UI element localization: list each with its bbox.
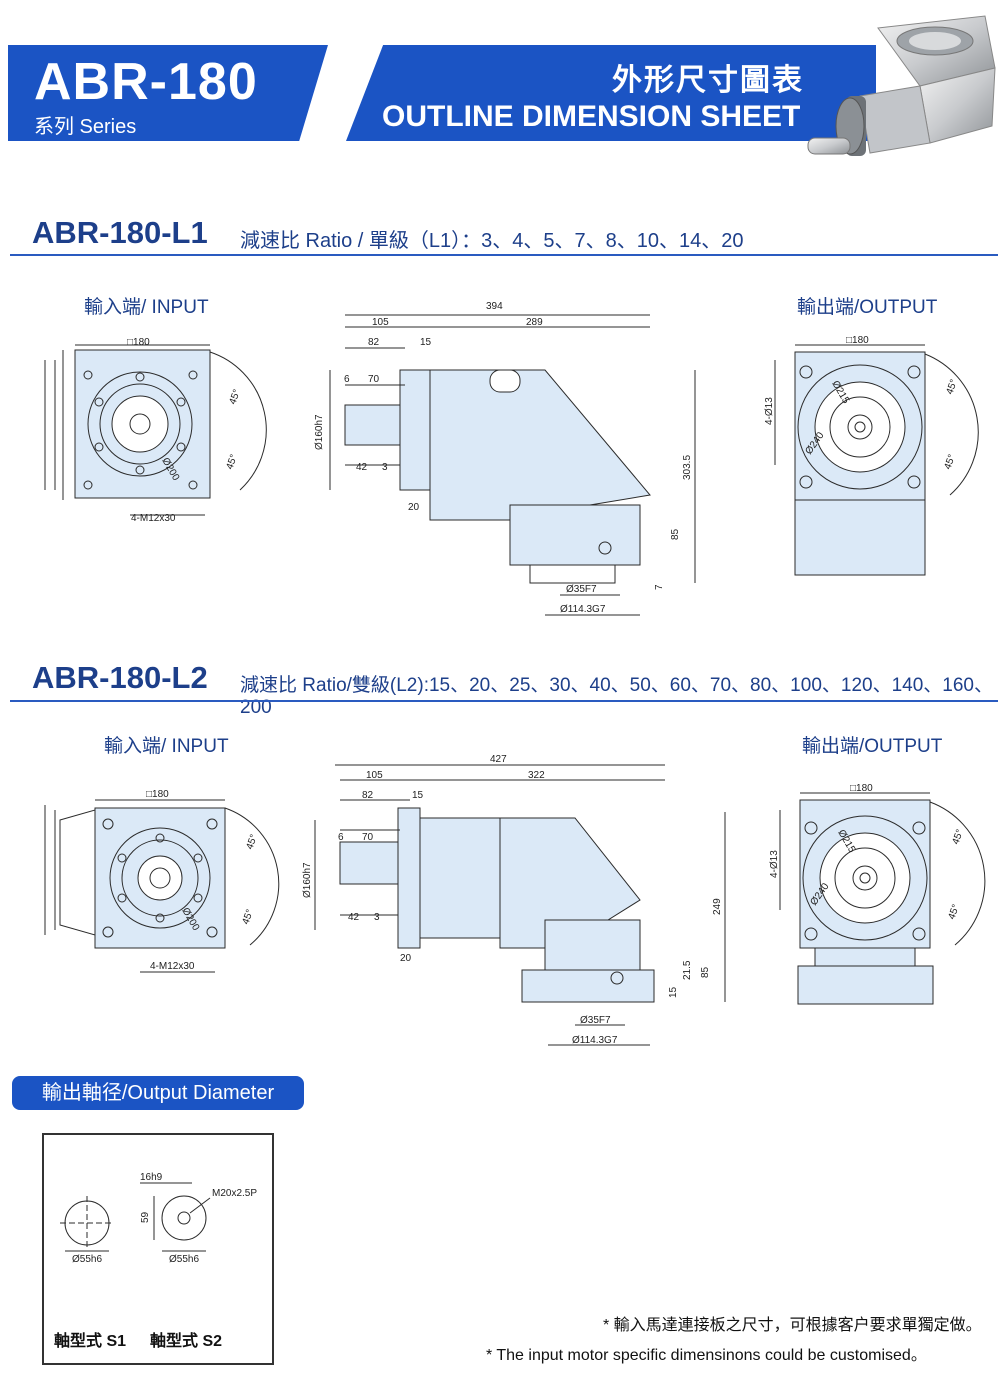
shaft-s2-drawing <box>140 1182 211 1252</box>
l2-output-holes: 4-Ø13 <box>769 850 780 878</box>
l2-dim-85: 85 <box>700 966 711 978</box>
l2-dim-bore: Ø160h7 <box>302 862 313 898</box>
shaft-s2-key: 16h9 <box>140 1172 163 1183</box>
shaft-s1-label: 軸型式 S1 <box>54 1333 127 1350</box>
l1-dim-15: 15 <box>420 337 432 348</box>
l1-dim-total: 394 <box>486 301 503 312</box>
l1-input-bolt: 4-M12x30 <box>131 513 176 524</box>
l1-dim-pilot: Ø114.3G7 <box>560 604 606 615</box>
l1-dim-7: 7 <box>654 584 665 590</box>
l1-input-angle-b: 45° <box>224 453 240 471</box>
l1-dim-bore: Ø160h7 <box>314 414 325 450</box>
l2-output-flange-view <box>779 792 986 1005</box>
l2-output-square: □180 <box>850 783 873 794</box>
l2-dim-15b: 15 <box>668 986 679 998</box>
gearbox-product-image <box>807 15 996 156</box>
l2-side-view <box>314 764 726 1046</box>
l2-dim-height: 249 <box>712 898 723 915</box>
l2-dim-shaft: Ø35F7 <box>580 1015 611 1026</box>
sheet-title-en: OUTLINE DIMENSION SHEET <box>382 100 801 133</box>
shaft-s2-label: 軸型式 S2 <box>150 1333 223 1350</box>
l1-input-square: □180 <box>127 337 150 348</box>
l2-dim-82: 82 <box>362 790 374 801</box>
section-l1-ratio: 減速比 Ratio / 單級（L1）：3、4、5、7、8、10、14、20 <box>240 230 744 252</box>
l2-input-bolt: 4-M12x30 <box>150 961 195 972</box>
l2-dim-pilot: Ø114.3G7 <box>572 1035 618 1046</box>
note-en: * The input motor specific dimensinons c… <box>486 1347 927 1364</box>
l2-output-label: 輸出端/OUTPUT <box>802 736 943 757</box>
l1-drawing: □180 4-M12x30 45° 45° Ø200 394 105 289 8… <box>44 301 979 616</box>
l2-dim-70: 70 <box>362 832 374 843</box>
note-cn: * 輸入馬達連接板之尺寸，可根據客户要求單獨定做。 <box>603 1317 982 1334</box>
l1-output-angle-a: 45° <box>944 378 960 396</box>
l2-input-label: 輸入端/ INPUT <box>104 736 229 757</box>
l1-dim-42: 42 <box>356 462 368 473</box>
series-label: 系列 Series <box>34 116 137 138</box>
l2-dim-6: 6 <box>338 832 344 843</box>
shaft-s1-drawing <box>60 1196 114 1252</box>
l2-dim-42: 42 <box>348 912 360 923</box>
l1-side-view <box>329 314 696 616</box>
shaft-s2-dia: Ø55h6 <box>169 1254 199 1265</box>
l2-dim-right: 322 <box>528 770 545 781</box>
section-l1-rule <box>10 254 998 256</box>
l1-output-holes: 4-Ø13 <box>764 397 775 425</box>
l2-dim-3: 3 <box>374 912 380 923</box>
l1-dim-6: 6 <box>344 374 350 385</box>
shaft-s2-thread: M20x2.5P <box>212 1188 257 1199</box>
l2-output-angle-a: 45° <box>950 828 966 846</box>
l1-input-flange-view <box>44 344 267 516</box>
section-l1-title: ABR-180-L1 <box>32 215 208 250</box>
l2-drawing: □180 4-M12x30 45° 45° Ø200 427 105 322 8… <box>44 754 986 1046</box>
l2-dim-total: 427 <box>490 754 507 765</box>
l1-dim-70: 70 <box>368 374 380 385</box>
l1-dim-20: 20 <box>408 502 420 513</box>
l2-dim-left: 105 <box>366 770 383 781</box>
l1-dim-shaft: Ø35F7 <box>566 584 597 595</box>
l1-input-angle-a: 45° <box>227 388 243 406</box>
l2-input-flange-view <box>44 799 280 973</box>
l1-output-label: 輸出端/OUTPUT <box>797 297 938 318</box>
l1-dim-height: 303.5 <box>682 455 693 480</box>
output-diameter-box <box>42 1133 274 1365</box>
shaft-s2-depth: 59 <box>140 1211 151 1223</box>
l1-input-label: 輸入端/ INPUT <box>84 297 209 318</box>
l2-output-angle-b: 45° <box>946 903 962 921</box>
l1-output-square: □180 <box>846 335 869 346</box>
l2-input-square: □180 <box>146 789 169 800</box>
output-diameter-tag: 輸出軸径/Output Diameter <box>12 1076 304 1110</box>
section-l2-rule <box>10 700 998 702</box>
output-diameter-drawing: Ø55h6 16h9 59 M20x2.5P Ø55h6 <box>60 1172 257 1265</box>
shaft-s1-dia: Ø55h6 <box>72 1254 102 1265</box>
l1-dim-left: 105 <box>372 317 389 328</box>
header-banner-right <box>346 45 876 141</box>
l2-dim-20: 20 <box>400 953 412 964</box>
l2-input-angle-b: 45° <box>240 908 256 926</box>
l2-dim-15: 15 <box>412 790 424 801</box>
sheet-title-cn: 外形尺寸圖表 <box>612 64 804 97</box>
header-banner-left <box>8 45 328 141</box>
l2-dim-21-5: 21.5 <box>682 960 693 980</box>
l2-input-angle-a: 45° <box>244 833 260 851</box>
section-l2-title: ABR-180-L2 <box>32 660 208 695</box>
l1-dim-85: 85 <box>670 528 681 540</box>
l1-output-flange-view <box>774 344 979 576</box>
model-title: ABR-180 <box>34 53 258 111</box>
section-l2-ratio: 減速比 Ratio/雙級(L2):15、20、25、30、40、50、60、70… <box>240 675 993 718</box>
l1-dim-right: 289 <box>526 317 543 328</box>
l1-dim-3: 3 <box>382 462 388 473</box>
l1-dim-82: 82 <box>368 337 380 348</box>
l1-output-angle-b: 45° <box>942 453 958 471</box>
